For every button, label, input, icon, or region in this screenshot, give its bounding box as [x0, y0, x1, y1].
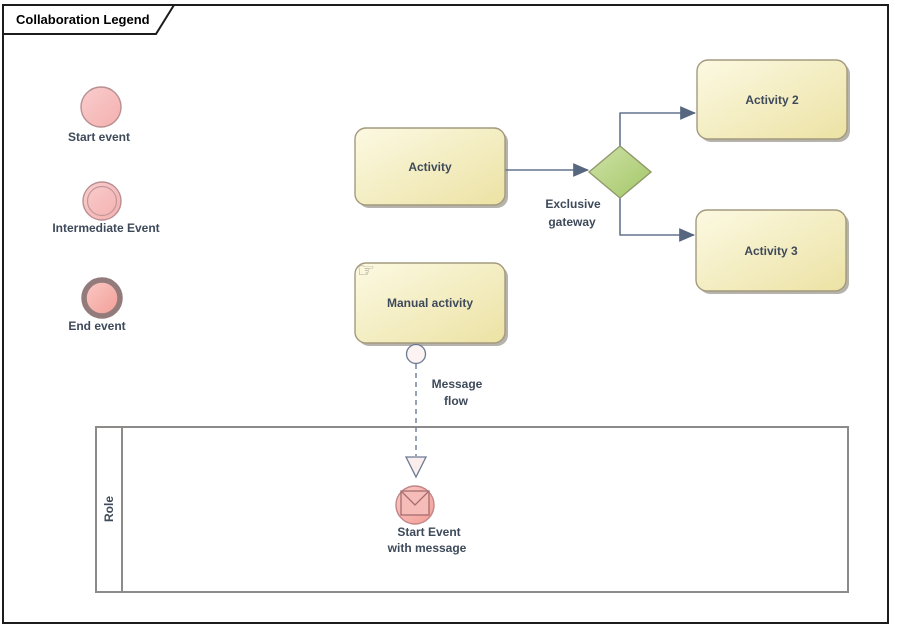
gateway-label-line2: gateway — [548, 215, 596, 229]
exclusive-gateway-shape[interactable] — [587, 145, 653, 199]
pool-role[interactable] — [95, 426, 849, 593]
activity3-node[interactable] — [695, 209, 847, 292]
sequence-flow-gateway-to-activity2[interactable] — [619, 106, 697, 147]
gateway-label-line1: Exclusive — [545, 197, 601, 211]
end-event-shape[interactable] — [81, 277, 123, 319]
activity3-label: Activity 3 — [744, 243, 798, 258]
start-event-label: Start event — [67, 130, 131, 144]
activity2-label: Activity 2 — [745, 92, 799, 107]
end-event-label: End event — [68, 319, 126, 333]
message-flow-label-line2: flow — [444, 394, 468, 408]
message-flow-label-line1: Message — [431, 377, 483, 391]
manual-activity-label: Manual activity — [386, 296, 474, 310]
intermediate-event-inner-ring — [86, 185, 118, 217]
intermediate-event-outer-ring — [82, 181, 122, 221]
hand-icon: ☞ — [357, 260, 375, 282]
sequence-flow-gateway-to-activity3[interactable] — [619, 198, 696, 242]
diagram-frame — [2, 4, 889, 624]
diagram-title: Collaboration Legend — [16, 12, 150, 27]
activity2-node[interactable] — [696, 59, 848, 140]
message-start-event-shape[interactable] — [395, 485, 435, 525]
activity-node[interactable] — [354, 127, 506, 206]
activity-label: Activity — [408, 159, 452, 174]
pool-shape — [95, 426, 849, 593]
manual-activity-node[interactable] — [354, 262, 506, 344]
start-event-shape[interactable] — [80, 86, 122, 128]
envelope-icon — [400, 490, 430, 516]
intermediate-event-label: Intermediate Event — [52, 221, 160, 235]
message-start-event-label-line2: with message — [387, 541, 467, 555]
message-flow-source-dot — [405, 343, 427, 365]
message-flow-arrowhead-icon — [404, 456, 428, 479]
title-tab — [2, 4, 176, 35]
message-flow-connector[interactable] — [404, 343, 428, 479]
intermediate-event-shape[interactable] — [82, 181, 122, 221]
pool-role-label: Role — [102, 495, 116, 523]
message-start-event-label-line1: Start Event — [397, 525, 461, 539]
